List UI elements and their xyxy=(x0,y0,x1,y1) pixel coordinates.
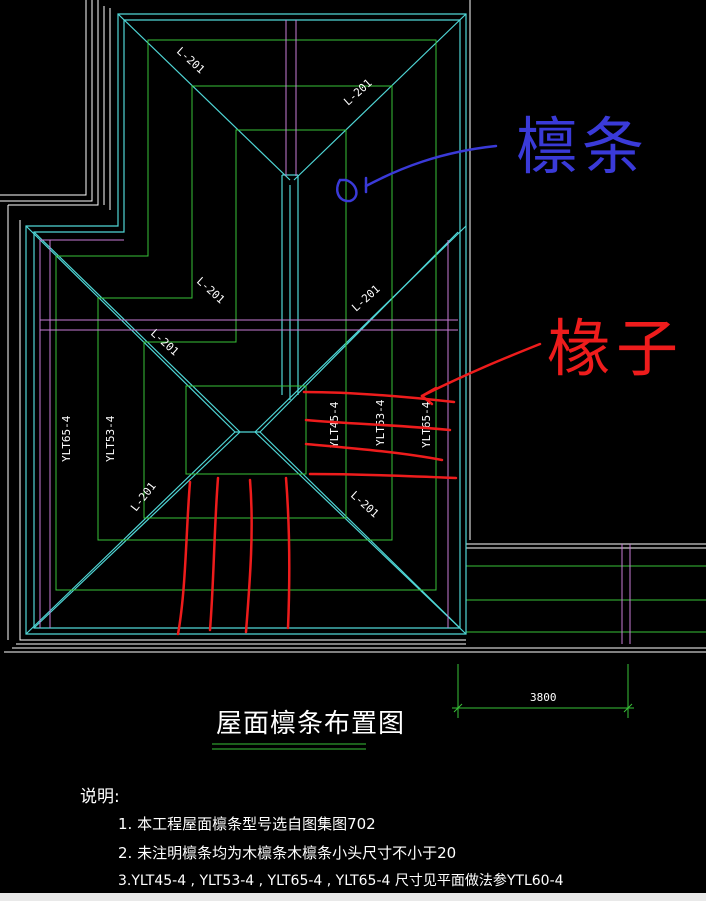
roof-eave-outline xyxy=(25,13,467,635)
label-ylt65-right: YLT65-4 xyxy=(420,401,433,448)
note-line-3: 3.YLT45-4 , YLT53-4 , YLT65-4 , YLT65-4 … xyxy=(118,873,564,889)
dimension-label: 3800 xyxy=(530,691,557,704)
notes-heading: 说明: xyxy=(80,787,120,807)
purlin-cross-lines xyxy=(39,20,458,628)
building-outline xyxy=(0,0,706,653)
purlin-rings xyxy=(55,39,437,591)
title-underline xyxy=(212,743,366,750)
note-line-1: 1. 本工程屋面檩条型号选自图集图702 xyxy=(118,815,376,833)
purlin-annotation-mark xyxy=(336,144,498,203)
label-ylt53-left: YLT53-4 xyxy=(104,415,117,462)
drawing-title: 屋面檩条布置图 xyxy=(216,709,406,739)
note-line-2: 2. 未注明檩条均为木檩条木檩条小头尺寸不小于20 xyxy=(118,844,457,862)
label-ylt65-left: YLT65-4 xyxy=(60,415,73,462)
bottom-scroll-strip xyxy=(0,893,706,901)
label-l201-2: L-201 xyxy=(341,76,374,108)
label-l201-4: L-201 xyxy=(349,282,382,314)
rafter-annotation-text: 椽子 xyxy=(548,312,685,385)
purlin-labels: L-201 L-201 L-201 L-201 L-201 L-201 L-20… xyxy=(60,45,433,521)
label-l201-3: L-201 xyxy=(194,275,227,307)
label-ylt45-right: YLT45-4 xyxy=(328,401,341,448)
label-ylt53-right: YLT53-4 xyxy=(374,399,387,446)
rafter-annotation-marks xyxy=(176,342,542,636)
label-l201-6: L-201 xyxy=(128,480,159,514)
label-l201-1: L-201 xyxy=(174,45,207,77)
notes-block: 说明: xyxy=(80,782,120,817)
purlin-annotation-text: 檩条 xyxy=(516,110,649,183)
adjacent-roof-strip xyxy=(466,544,706,644)
dimension-3800 xyxy=(452,664,634,718)
label-l201-7: L-201 xyxy=(348,489,381,521)
